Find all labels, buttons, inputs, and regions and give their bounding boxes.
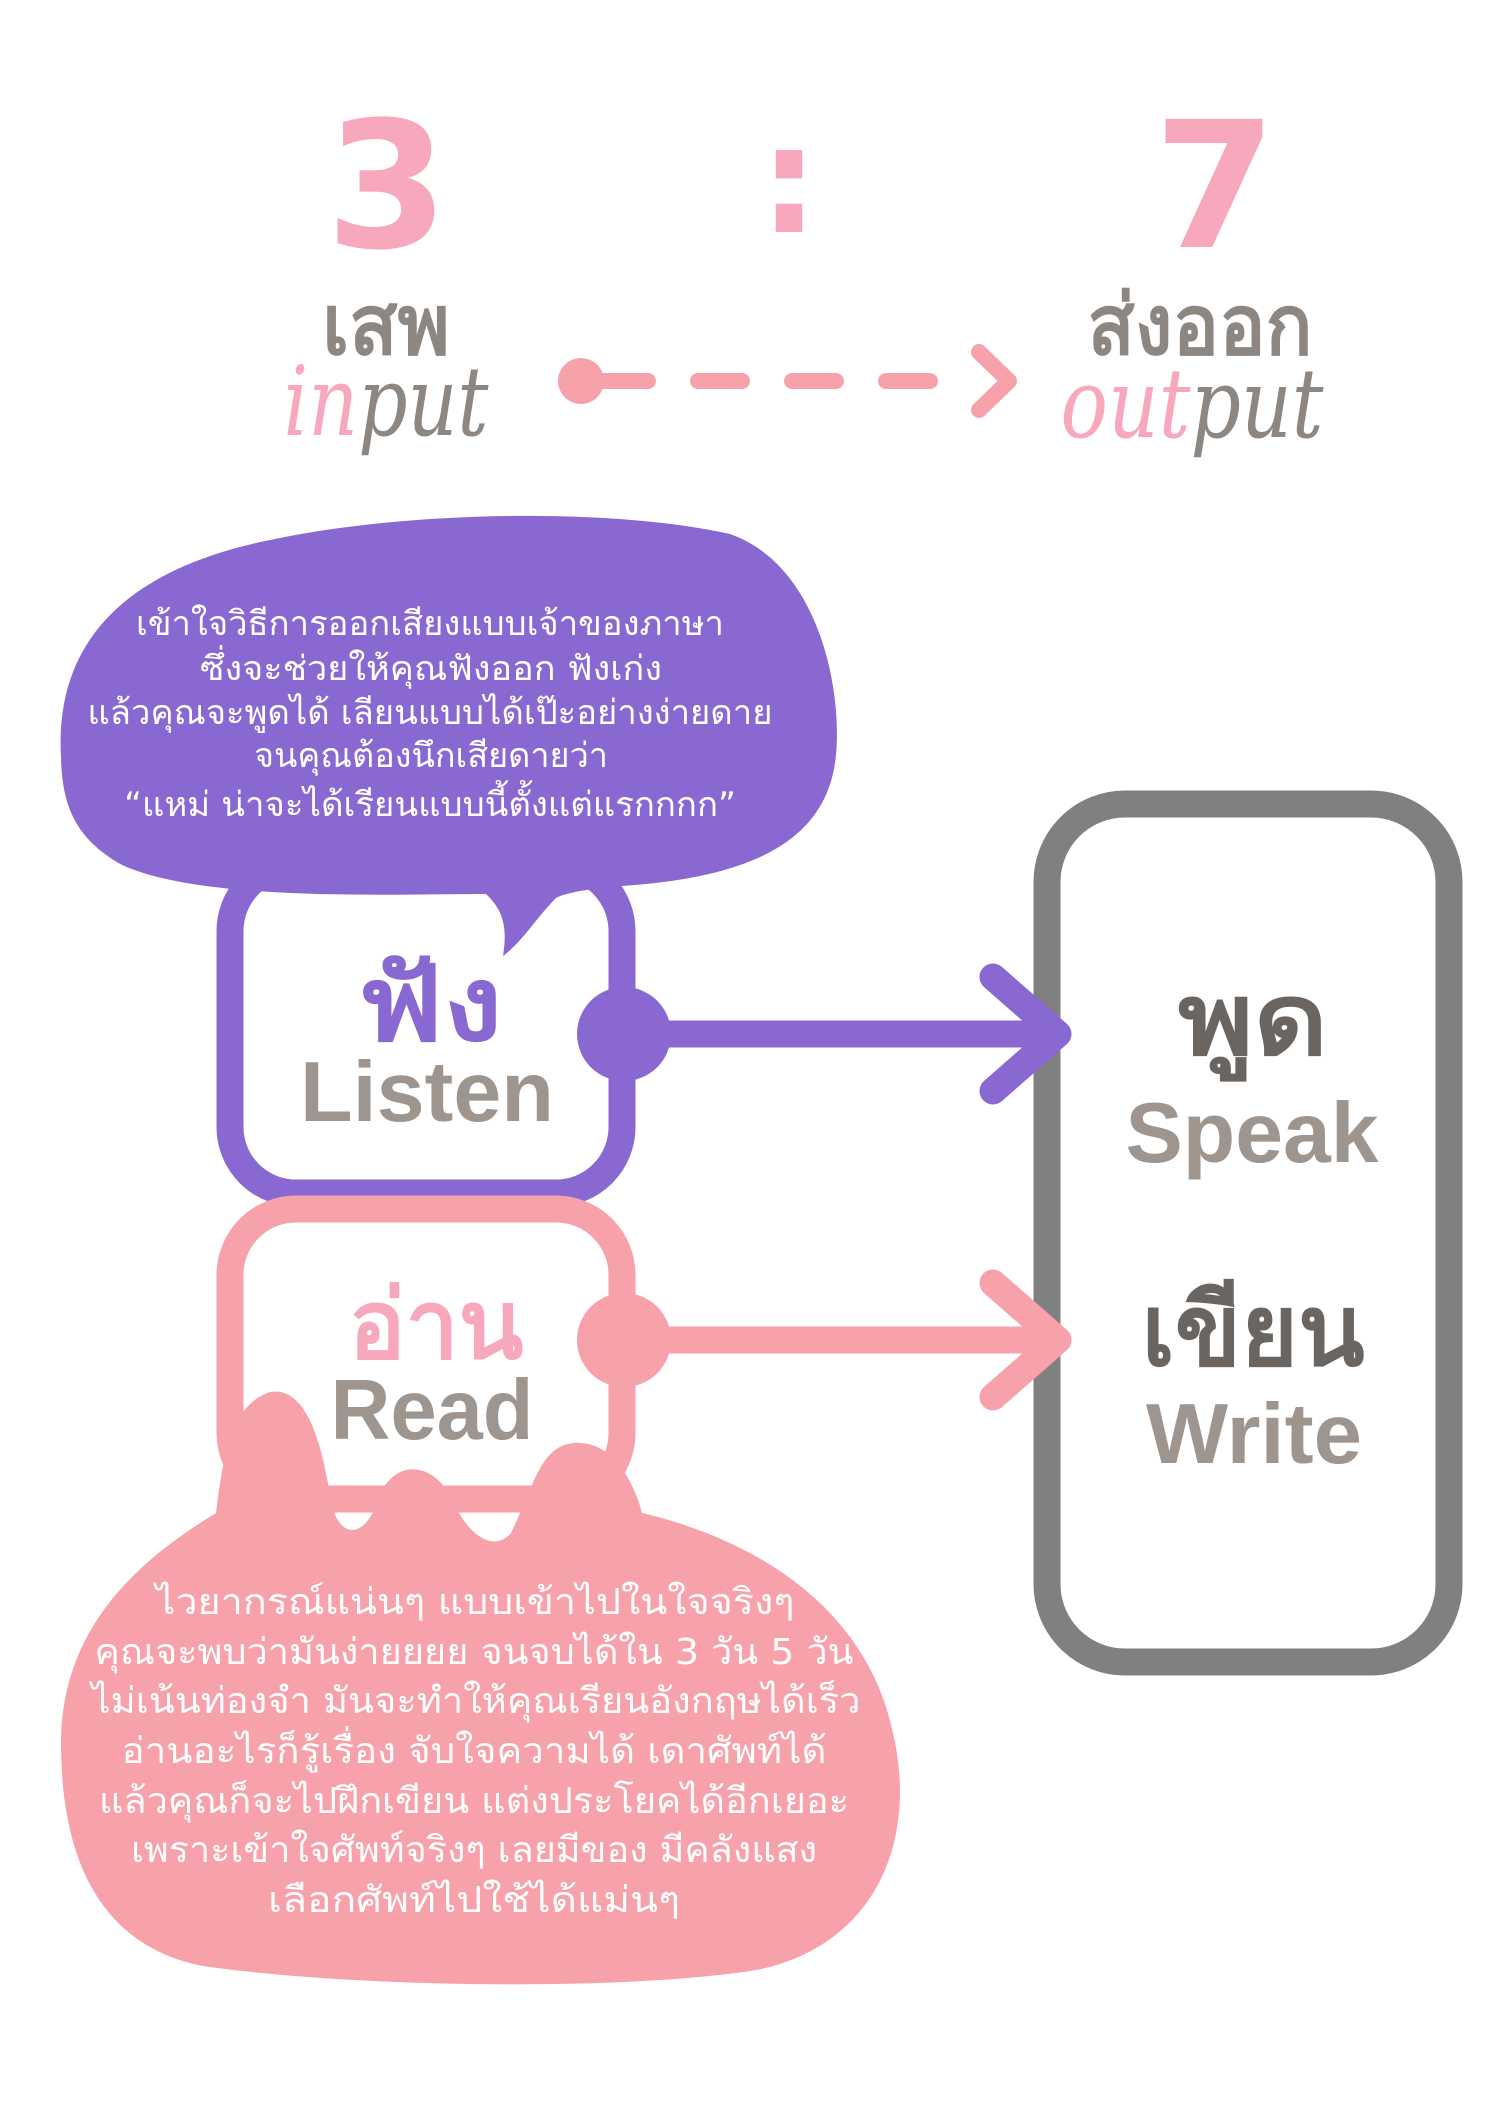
listen-english-title: Listen [300, 1045, 554, 1140]
listen-description-line: ซึ่งจะช่วยให้คุณฟังออก ฟังเก่ง [200, 645, 662, 689]
listen-description: เข้าใจวิธีการออกเสียงแบบเจ้าของภาษา ซึ่ง… [88, 604, 773, 825]
read-description: ไวยากรณ์แน่นๆ แบบเข้าไปในใจจริงๆ คุณจะพบ… [88, 1581, 860, 1921]
read-description-line: คุณจะพบว่ามันง่ายยยย จนจบได้ใน 3 วัน 5 ว… [95, 1631, 854, 1674]
write-thai-title: เขียน [1142, 1272, 1365, 1389]
listen-arrow-dot [577, 987, 671, 1081]
read-description-line: เพราะเข้าใจศัพท์จริงๆ เลยมีของ มีคลังแสง [131, 1829, 817, 1871]
read-description-line: ไวยากรณ์แน่นๆ แบบเข้าไปในใจจริงๆ [152, 1581, 794, 1623]
output-thai-label: ส่งออก [1088, 276, 1313, 374]
listen-thai-title: ฟัง [358, 943, 503, 1065]
input-ratio-number: 3 [326, 84, 448, 289]
listen-arrow-head [979, 963, 1072, 1105]
read-description-blob [61, 1391, 900, 1985]
input-label-group: เสพ input [284, 276, 489, 458]
output-skills-box [1033, 790, 1463, 1676]
dashed-right-arrow-icon [558, 344, 1017, 418]
read-description-line: ไม่เน้นท่องจำ มันจะทำให้คุณเรียนอังกฤษได… [88, 1678, 860, 1723]
dashed-arrow-head [971, 344, 1017, 418]
speak-thai-title: พูด [1178, 961, 1328, 1082]
read-description-line: แล้วคุณก็จะไปฝึกเขียน แต่งประโยคได้อีกเย… [99, 1778, 849, 1823]
read-english-title: Read [331, 1363, 534, 1458]
read-thai-title: อ่าน [349, 1269, 524, 1381]
output-script-highlight: out [1061, 348, 1191, 460]
input-script-rest: put [358, 346, 489, 458]
dashed-arrow-start-dot [558, 358, 604, 404]
listen-description-line: “แหม่ น่าจะได้เรียนแบบนี้ตั้งแต่แรกกกก” [124, 780, 736, 825]
right-arrow-icon [577, 1269, 1072, 1411]
write-english-title: Write [1146, 1387, 1362, 1482]
listen-description-line: จนคุณต้องนึกเสียดายว่า [254, 736, 608, 776]
read-description-line: เลือกศัพท์ไปใช้ได้แม่นๆ [268, 1879, 680, 1921]
listen-description-line: แล้วคุณจะพูดได้ เลียนแบบได้เป๊ะอย่างง่าย… [88, 693, 773, 733]
read-arrow-dot [577, 1293, 671, 1387]
listen-description-line: เข้าใจวิธีการออกเสียงแบบเจ้าของภาษา [136, 604, 724, 644]
speak-english-title: Speak [1126, 1086, 1380, 1181]
input-thai-label: เสพ [322, 276, 450, 374]
read-arrow-head [979, 1269, 1072, 1411]
output-label-group: ส่งออก output [1061, 276, 1324, 460]
listen-speech-bubble [60, 515, 837, 956]
input-script-label: input [284, 346, 489, 458]
input-script-highlight: in [284, 346, 359, 458]
output-script-label: output [1061, 348, 1324, 460]
ratio-header: 3 : 7 [326, 84, 1276, 289]
output-ratio-number: 7 [1154, 84, 1276, 289]
output-script-rest: put [1190, 348, 1323, 460]
right-arrow-icon [577, 963, 1072, 1105]
read-description-line: อ่านอะไรก็รู้เรื่อง จับใจความได้ เดาศัพท… [122, 1726, 827, 1773]
ratio-separator: : [759, 94, 819, 268]
